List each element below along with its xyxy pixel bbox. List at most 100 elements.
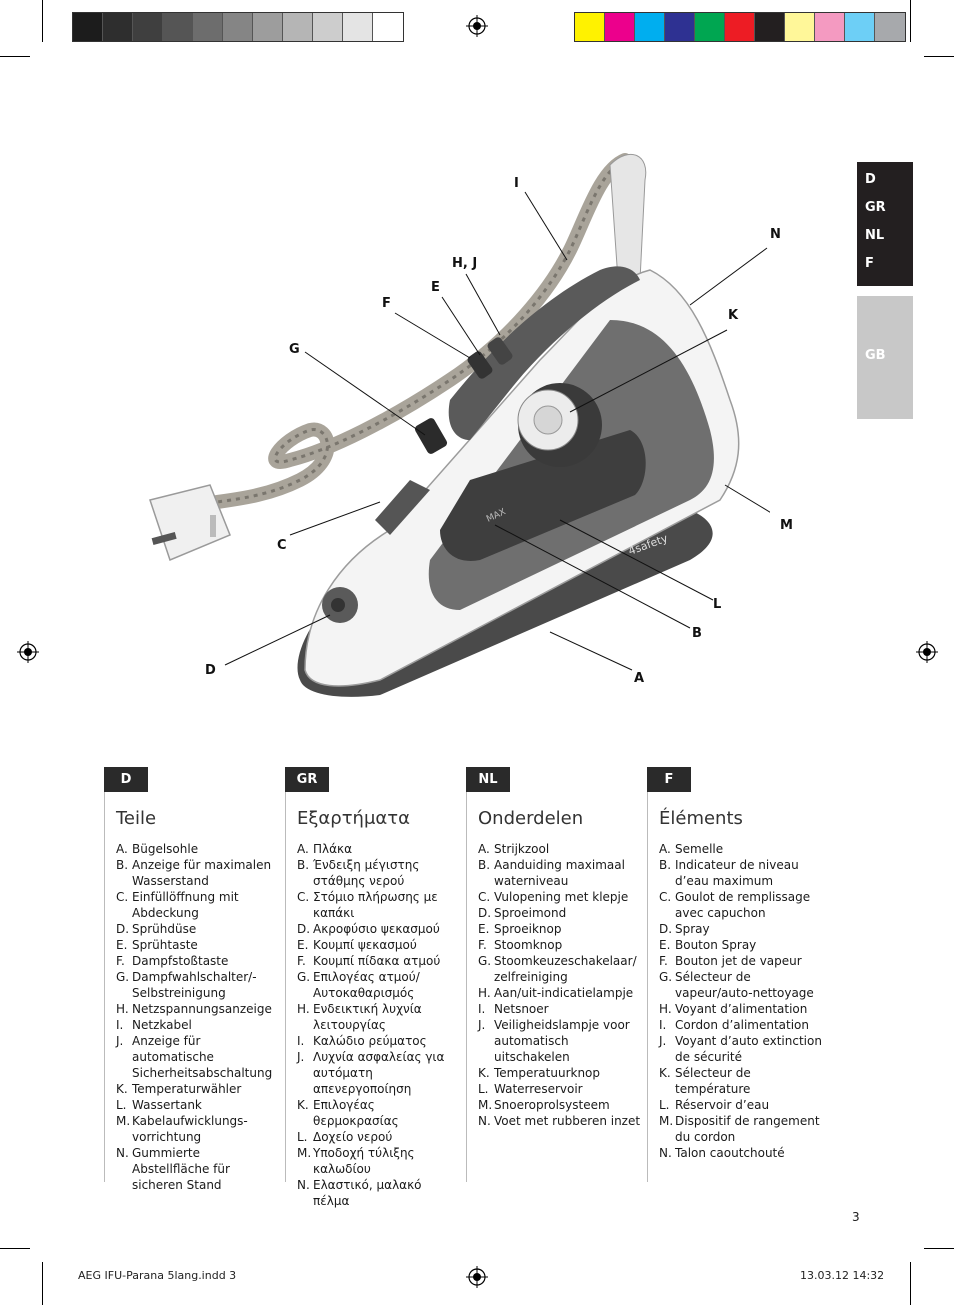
gray-swatch xyxy=(223,13,253,41)
callout-l: L xyxy=(713,597,722,612)
item-key: L. xyxy=(659,1098,670,1112)
language-tab-gb[interactable]: GB xyxy=(865,348,886,363)
list-item: M.Υποδοχή τύλιξης καλωδίου xyxy=(297,1145,460,1177)
item-key: D. xyxy=(478,906,492,920)
item-text: Ένδειξη μέγιστης στάθμης νερού xyxy=(313,858,420,888)
item-key: C. xyxy=(297,890,310,904)
item-key: M. xyxy=(659,1114,674,1128)
language-tab-f[interactable]: F xyxy=(865,256,874,271)
list-item: G.Dampfwahlschalter/-Selbstreinigung xyxy=(116,969,279,1001)
item-text: Kabelaufwicklungs-vorrichtung xyxy=(132,1114,248,1144)
gray-swatch xyxy=(163,13,193,41)
list-item: D.Sprühdüse xyxy=(116,921,279,937)
item-key: N. xyxy=(116,1146,129,1160)
item-key: J. xyxy=(659,1034,667,1048)
section-tag: F xyxy=(647,767,691,792)
item-text: Dampfwahlschalter/-Selbstreinigung xyxy=(132,970,257,1000)
item-text: Stoomkeuzeschakelaar/ zelfreiniging xyxy=(494,954,637,984)
language-tab-gr[interactable]: GR xyxy=(865,200,886,215)
gray-swatch xyxy=(193,13,223,41)
item-text: Voet met rubberen inzet xyxy=(494,1114,641,1128)
footer-file-info: AEG IFU-Parana 5lang.indd 3 xyxy=(78,1269,237,1282)
list-item: B.Anzeige für maximalen Wasserstand xyxy=(116,857,279,889)
item-text: Veiligheidslampje voor automatisch uitsc… xyxy=(494,1018,630,1064)
color-swatch xyxy=(875,13,905,41)
item-text: Sproeiknop xyxy=(494,922,562,936)
item-text: Strijkzool xyxy=(494,842,550,856)
language-tab-d[interactable]: D xyxy=(865,172,876,187)
item-text: Réservoir d’eau xyxy=(675,1098,770,1112)
page-number: 3 xyxy=(852,1210,860,1224)
item-text: Επιλογέας θερμοκρασίας xyxy=(313,1098,399,1128)
item-text: Netsnoer xyxy=(494,1002,549,1016)
list-item: G.Stoomkeuzeschakelaar/ zelfreiniging xyxy=(478,953,641,985)
item-text: Einfüllöffnung mit Abdeckung xyxy=(132,890,239,920)
item-key: B. xyxy=(116,858,129,872)
list-item: E.Bouton Spray xyxy=(659,937,822,953)
footer-timestamp: 13.03.12 14:32 xyxy=(800,1269,885,1282)
list-item: B.Indicateur de niveau d’eau maximum xyxy=(659,857,822,889)
steam-iron-illustration: MAX 4safety xyxy=(149,153,770,697)
callout-e: E xyxy=(431,280,440,295)
list-item: M.Snoeroprolsysteem xyxy=(478,1097,641,1113)
spray-button xyxy=(467,351,493,379)
list-item: D.Ακροφύσιο ψεκασμού xyxy=(297,921,460,937)
item-key: J. xyxy=(116,1034,124,1048)
list-item: N.Voet met rubberen inzet xyxy=(478,1113,641,1129)
section-title: Onderdelen xyxy=(478,808,584,829)
item-key: F. xyxy=(659,954,668,968)
list-item: D.Spray xyxy=(659,921,822,937)
item-key: I. xyxy=(297,1034,305,1048)
item-text: Κουμπί πίδακα ατμού xyxy=(313,954,441,968)
list-item: I. Καλώδιο ρεύματος xyxy=(297,1033,460,1049)
list-item: E.Sprühtaste xyxy=(116,937,279,953)
section-divider xyxy=(466,792,467,1182)
list-item: I.Netsnoer xyxy=(478,1001,641,1017)
item-text: Δοχείο νερού xyxy=(313,1130,393,1144)
item-text: Anzeige für automatische Sicherheitsabsc… xyxy=(132,1034,273,1080)
list-item: N.Ελαστικό, μαλακό πέλμα xyxy=(297,1177,460,1209)
color-swatch xyxy=(575,13,605,41)
section-divider xyxy=(285,792,286,1182)
steam-burst-button xyxy=(487,337,513,365)
item-key: I. xyxy=(116,1018,124,1032)
list-item: I.Cordon d’alimentation xyxy=(659,1017,822,1033)
item-key: M. xyxy=(116,1114,131,1128)
item-text: Goulot de remplissage avec capuchon xyxy=(675,890,811,920)
list-item: M.Kabelaufwicklungs-vorrichtung xyxy=(116,1113,279,1145)
list-item: K. Επιλογέας θερμοκρασίας xyxy=(297,1097,460,1129)
item-key: B. xyxy=(478,858,491,872)
cord-guard xyxy=(609,153,647,281)
crop-mark xyxy=(0,1248,30,1249)
color-swatch xyxy=(695,13,725,41)
item-key: E. xyxy=(659,938,671,952)
item-key: K. xyxy=(297,1098,309,1112)
item-key: N. xyxy=(659,1146,672,1160)
language-tab-nl[interactable]: NL xyxy=(865,228,885,243)
list-item: F.Bouton jet de vapeur xyxy=(659,953,822,969)
item-text: Καλώδιο ρεύματος xyxy=(313,1034,427,1048)
item-text: Στόμιο πλήρωσης με καπάκι xyxy=(313,890,438,920)
color-swatch xyxy=(635,13,665,41)
gray-swatch xyxy=(283,13,313,41)
list-item: A.Semelle xyxy=(659,841,822,857)
list-item: C.Vulopening met klepje xyxy=(478,889,641,905)
item-text: Anzeige für maximalen Wasserstand xyxy=(132,858,272,888)
item-text: Netzkabel xyxy=(132,1018,192,1032)
list-item: I. Netzkabel xyxy=(116,1017,279,1033)
registration-mark-icon xyxy=(466,15,488,37)
item-text: Sprühtaste xyxy=(132,938,198,952)
item-text: Sélecteur de température xyxy=(675,1066,751,1096)
item-text: Vulopening met klepje xyxy=(494,890,629,904)
list-item: A.Strijkzool xyxy=(478,841,641,857)
callout-k: K xyxy=(728,308,739,323)
list-item: A.Bügelsohle xyxy=(116,841,279,857)
callout-g: G xyxy=(289,342,300,357)
section-divider xyxy=(104,792,105,1182)
item-key: K. xyxy=(478,1066,490,1080)
